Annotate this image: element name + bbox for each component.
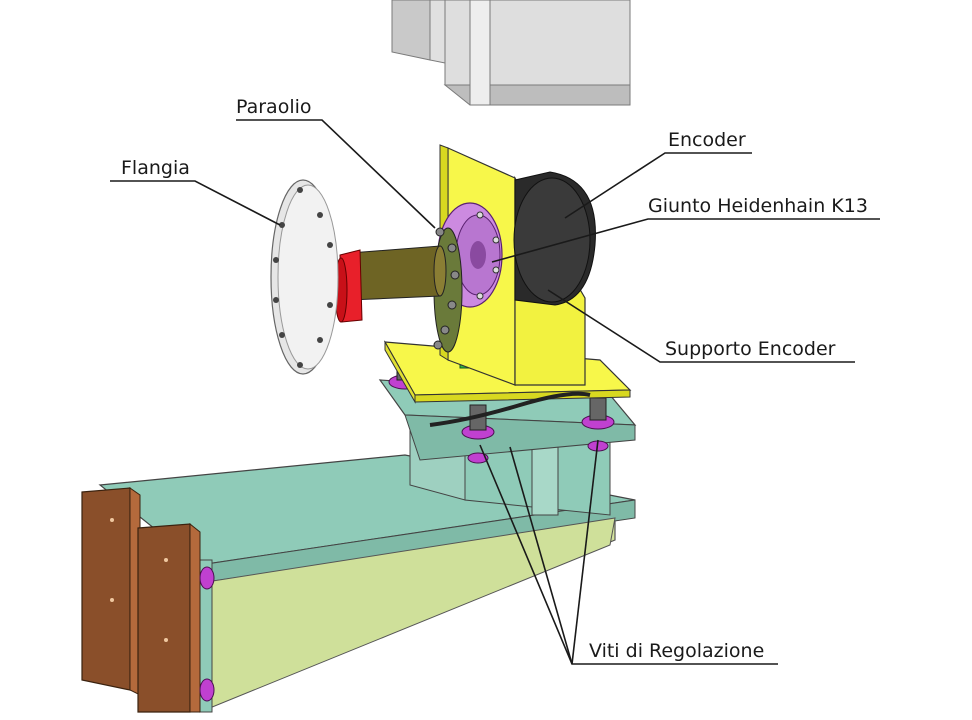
label-supporto-encoder: Supporto Encoder	[665, 338, 836, 360]
viti-leader-3	[509, 446, 573, 665]
wood-blocks	[81, 487, 215, 713]
label-viti-regolazione: Viti di Regolazione	[589, 640, 765, 662]
label-flangia: Flangia	[121, 157, 190, 179]
giunto-leader	[491, 218, 880, 263]
adjustment-screws	[388, 361, 615, 464]
encoder-leader	[564, 152, 752, 219]
shaft	[349, 245, 447, 301]
label-giunto: Giunto Heidenhain K13	[648, 195, 868, 217]
supporto-leader	[547, 289, 855, 363]
red-adapter	[334, 249, 363, 323]
label-encoder: Encoder	[668, 129, 746, 151]
upper-column	[391, 0, 631, 106]
paraolio-leader	[236, 119, 436, 229]
encoder-body	[513, 171, 596, 306]
viti-leader-2	[571, 439, 599, 665]
flangia-leader	[110, 180, 281, 226]
label-paraolio: Paraolio	[236, 96, 312, 118]
leader-lines	[110, 119, 880, 665]
main-beam	[98, 454, 636, 713]
flange-disc	[270, 179, 339, 375]
